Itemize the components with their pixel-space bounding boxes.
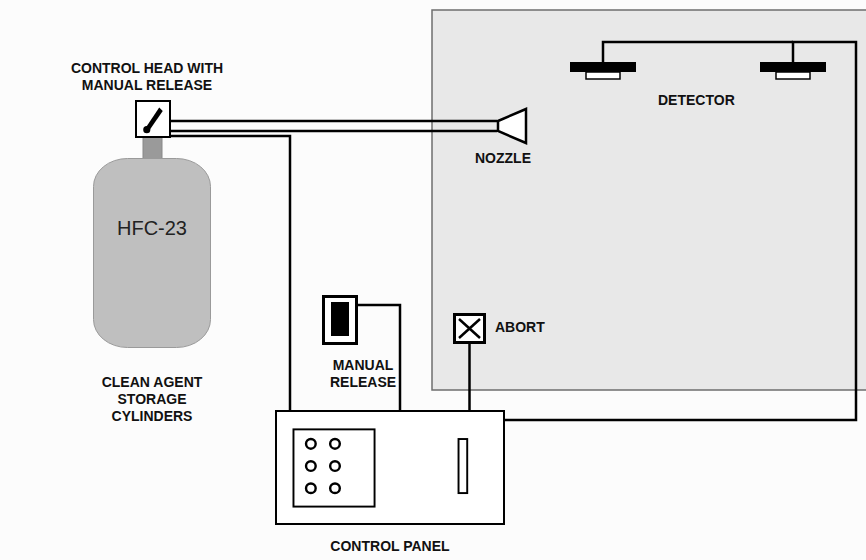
abort-switch: ABORT [453,313,486,344]
wire-segment [171,130,497,133]
agent-name: HFC-23 [93,216,211,240]
nozzle-shape [497,108,527,144]
signal-wire [469,344,470,410]
part-label: DETECTOR [658,92,778,109]
control-head: CONTROL HEAD WITH MANUAL RELEASE [135,100,171,138]
detector-shape [760,62,826,80]
signal-wire [505,42,856,420]
abort-switch-shape [453,313,486,344]
agent-cylinder: HFC-23CLEAN AGENT STORAGE CYLINDERS [93,158,211,348]
manual-release-station-shape [322,295,358,345]
wire-segment [468,344,471,410]
part-label: CLEAN AGENT STORAGE CYLINDERS [87,374,217,425]
part-label: NOZZLE [475,150,555,167]
part-label: CONTROL HEAD WITH MANUAL RELEASE [47,60,247,94]
part-label: MANUAL RELEASE [313,357,413,391]
cylinder-neck [143,136,162,160]
wire-segment [171,120,497,123]
detector-symbol [570,62,636,79]
wire-segment [505,42,856,420]
part-label: CONTROL PANEL [275,538,505,555]
control-panel: CONTROL PANEL [275,410,505,525]
detector: DETECTOR [760,62,826,80]
part-label: ABORT [495,319,575,336]
control-head-shape [137,102,169,136]
detector-wire [603,42,793,62]
protected-room [432,10,866,390]
control-panel-shape [277,412,503,523]
nozzle: NOZZLE [497,108,527,144]
agent-cylinder-shape [93,158,211,348]
agent-pipe [171,121,497,131]
manual-release-station: MANUAL RELEASE [322,295,358,345]
